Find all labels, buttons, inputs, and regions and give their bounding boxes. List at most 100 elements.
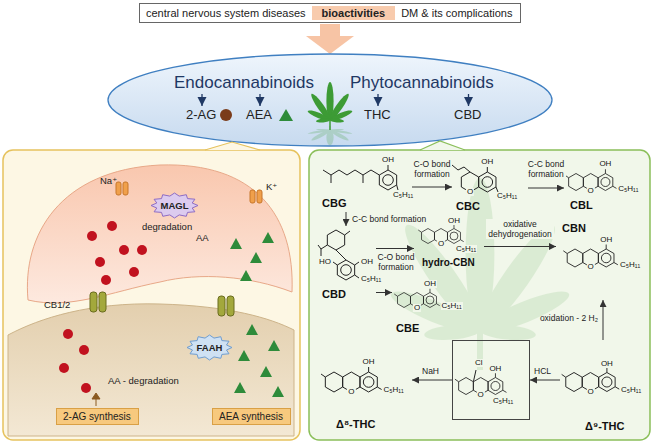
compound-name: Δ⁹-THC (585, 420, 624, 433)
intermediate-box: Cl (452, 340, 530, 420)
atom-label: OH (381, 156, 395, 164)
reaction-arrow (376, 292, 392, 293)
atom-label: OH (362, 358, 376, 366)
chloro-bond (473, 370, 476, 382)
reaction-label: C-O bond formation (377, 252, 415, 272)
reaction-arrow (528, 188, 564, 189)
compound-name: CBG (322, 197, 346, 210)
synapse-label: Na⁺ (100, 176, 117, 187)
callout (420, 141, 465, 150)
atom-label: O (587, 187, 595, 195)
atom-label: O (413, 304, 421, 312)
aea-triangles (230, 232, 284, 397)
compound-name: CBC (456, 200, 480, 213)
synapse-label: degradation (142, 222, 192, 233)
atom-label: OH (480, 158, 494, 166)
reaction-arrow (603, 300, 604, 340)
ligand-box: 2-AG (184, 106, 220, 123)
reaction-arrow (468, 94, 469, 106)
2-ag-symbol (220, 109, 232, 121)
atom-label: C₅H₁₁ (617, 185, 639, 193)
synthesis-text: 2-AG synthesis (63, 411, 132, 422)
postsynaptic-neuron (8, 304, 294, 436)
cb-receptor (90, 292, 234, 316)
atom-label: O (586, 388, 594, 396)
reaction-label: NaH (422, 366, 439, 376)
down-arrow (306, 24, 354, 54)
synapse-label: K⁺ (266, 182, 277, 193)
heading-text: Phytocannabinoids (350, 73, 495, 93)
atom-label: O (466, 188, 474, 196)
compound: CBN (556, 214, 646, 300)
atom-label: C₅H₁₁ (492, 397, 514, 405)
reaction-arrow (259, 94, 260, 106)
2-ag-dots (59, 221, 147, 393)
synapse-label: AA (196, 233, 209, 244)
enzyme-burst: FAAH (186, 334, 233, 361)
atom-label: OH (488, 365, 502, 373)
compound-name: hydro-CBN (422, 257, 475, 269)
presynaptic-neuron (27, 165, 292, 303)
cbg-structure (323, 165, 398, 190)
aea-symbol (279, 109, 293, 121)
atom-label: OH (360, 258, 374, 266)
atom-label: O (477, 391, 485, 399)
reaction-arrow (484, 246, 556, 247)
heading-text: Endocannabinoids (174, 73, 315, 93)
class-heading: Endocannabinoids (172, 72, 317, 94)
compound-name: CBL (570, 199, 593, 212)
ligand-name: 2-AG (186, 107, 218, 122)
reaction-arrow (412, 187, 452, 188)
topic-text: DM & its complications (401, 7, 512, 19)
atom-label: C₅H₁₁ (441, 302, 463, 310)
enzyme-name: FAAH (197, 342, 223, 353)
reaction-arrow (376, 248, 414, 249)
topic-bar: central nervous system diseases bioactivi… (139, 3, 521, 23)
atom-label: C₅H₁₁ (496, 192, 518, 200)
topic-text: bioactivities (312, 6, 396, 20)
compound-name: CBD (322, 288, 346, 301)
reaction-label: C-O bond formation (412, 159, 452, 179)
leaf-watermark (387, 178, 573, 370)
reaction-label: oxidative dehydrogenation (486, 219, 554, 239)
reaction-arrow (346, 212, 347, 226)
chemistry-panel (309, 150, 650, 440)
compound: CBC (452, 162, 528, 215)
atom-label: O (437, 240, 445, 248)
atom-label: HO (318, 258, 332, 266)
atom-label: C₅H₁₁ (392, 191, 414, 199)
cbd-structure (318, 230, 359, 280)
atom-label: OH (447, 217, 461, 225)
compound-name: CBN (562, 222, 586, 235)
burst-shape (151, 193, 198, 218)
enzyme-burst: MAGL (150, 192, 199, 219)
reaction-arrow (412, 380, 452, 381)
ligand-box: AEA (244, 106, 276, 123)
synthesis-text: AEA synthesis (219, 411, 284, 422)
reaction-label: oxidation - 2 H₂ (520, 313, 598, 323)
ligand-name: AEA (246, 107, 274, 122)
ligand-box: CBD (452, 106, 485, 123)
cannabinoid-ellipse (108, 54, 552, 146)
class-heading: Phytocannabinoids (348, 72, 497, 94)
atom-label: OH (598, 160, 612, 168)
atom-label: Cl (474, 359, 484, 367)
burst-shape (187, 335, 232, 360)
atom-label: OH (600, 360, 614, 368)
compound-name: Δ⁸-THC (336, 418, 375, 431)
atom-label: C₅H₁₁ (455, 245, 477, 253)
atom-label: OH (423, 280, 437, 288)
atom-label: O (586, 263, 594, 271)
enzyme-name: MAGL (161, 200, 189, 211)
atom-label: C₅H₁₁ (620, 386, 642, 394)
reaction-arrow (530, 380, 560, 381)
synthesis-box: AEA synthesis (212, 408, 291, 425)
atom-label: O (347, 388, 355, 396)
topic-text: central nervous system diseases (146, 7, 306, 19)
reaction-arrow (201, 94, 202, 106)
atom-label: C₅H₁₁ (383, 386, 405, 394)
compound: CBG (316, 162, 412, 212)
synapse-label: AA - degradation (108, 376, 179, 387)
compound-name: CBE (396, 322, 419, 335)
